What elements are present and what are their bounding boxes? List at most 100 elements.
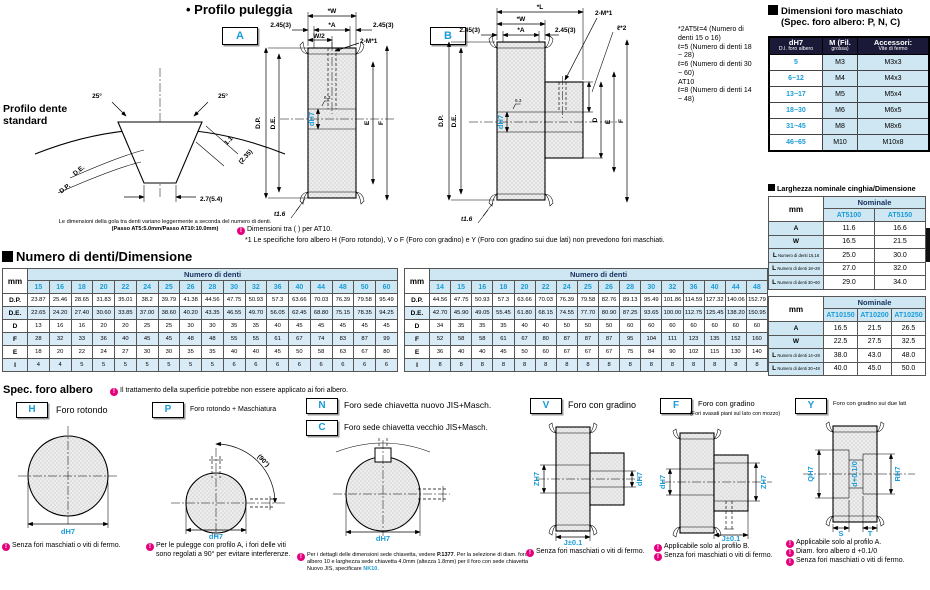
value-cell: 35 [492,319,515,333]
value-cell: 46~65 [768,133,823,152]
nk10-link[interactable]: NK10 [363,566,378,573]
tooth-profile-label: Profilo dente standard [3,103,68,128]
row-label: E [2,345,28,359]
value-cell: 29.0 [823,275,875,290]
value-cell: M6x5 [857,101,930,119]
note-text: Il trattamento della superficie potrebbe… [120,387,349,394]
group-header: Numero di denti [27,268,398,281]
col-header: 16 [48,280,72,294]
col-header: 30 [640,280,663,294]
row-label: A [768,221,824,236]
value-cell: 58 [309,345,333,359]
value-cell: M10x8 [857,133,930,152]
value-cell: 60 [619,319,642,333]
dim-recess-left: QH7 [806,466,815,481]
care-icon [786,549,794,557]
value-cell: 30 [179,319,202,333]
value-cell: 18~30 [768,101,823,119]
value-cell: 40 [244,345,268,359]
value-cell: 22 [70,345,94,359]
page-title: • Profilo puleggia [186,2,293,17]
value-cell: 21.5 [857,321,892,336]
dim-245-right: 2.45(3) [373,22,394,29]
value-cell: 16.5 [823,234,875,249]
value-cell: M5 [822,85,858,103]
value-cell: 8 [724,358,747,372]
shaft-tag-y: Y [795,398,827,414]
value-cell: 43.35 [201,306,224,320]
note-text: Applicabile solo al profilo B. [664,543,750,550]
value-cell: 79.58 [353,293,376,307]
row-label: L Numero di denti 30~60 [768,275,824,290]
shaft-tag-f: F [660,398,692,414]
value-cell: 55 [244,332,268,346]
value-cell: 8 [619,358,642,372]
dim-e: E [605,119,612,124]
value-cell: 50.0 [891,361,926,376]
value-cell: 87.25 [619,306,642,320]
value-cell: 6 [266,358,289,372]
dim-step-bore: ZH7 [532,472,541,486]
row-label: L Numero di denti 18~28 [768,261,824,276]
value-cell: 48 [201,332,224,346]
section-marker-icon [768,5,778,15]
row-label: D.E. [404,306,430,320]
col-header: 24 [135,280,159,294]
value-cell: 32 [48,332,72,346]
group-header: Nominale [823,296,926,309]
value-cell: 95.49 [375,293,398,307]
tooth-profile-diagram: 25° 25° D.E. D.P. 1.1 (2.35) 2.7(5.4) [34,68,286,203]
value-cell: 60 [703,319,726,333]
value-cell: 5 [70,358,94,372]
col-header: 25 [576,280,600,294]
col-header: 15 [450,280,473,294]
col-header: 44 [724,280,747,294]
value-cell: 44.56 [428,293,452,307]
col-header: 40 [703,280,726,294]
value-cell: 28 [27,332,50,346]
value-cell: 6 [244,358,268,372]
care-icon [786,558,794,566]
dim-recess-right: RH7 [893,466,902,481]
value-cell: 8 [471,358,494,372]
section-marker-icon [768,184,775,191]
value-cell: 30 [135,345,159,359]
value-cell: 50.93 [471,293,494,307]
unit-header: mm [768,196,824,222]
value-cell: 127.32 [703,293,726,307]
value-cell: 8 [492,358,515,372]
note-text: Senza fori maschiati o viti di fermo. [796,557,905,564]
note-row: Senza fori maschiati o viti di fermo. [786,557,928,566]
note-text: Applicabile solo al profilo A. [796,539,882,546]
page-edge-tab [922,228,930,262]
value-cell: 63 [331,345,355,359]
value-cell: 50 [513,345,536,359]
dim-dp: D.P. [255,117,262,129]
value-cell: 49.70 [244,306,268,320]
col-header: 32 [661,280,684,294]
value-cell: 38.2 [135,293,159,307]
care-icon [297,553,305,561]
row-label: A [768,321,824,336]
col-header: AT10200 [857,308,892,322]
dp-arc-label: D.P. [58,182,72,195]
col-header: AT10150 [823,308,858,322]
col-header: 22 [114,280,137,294]
dim-hub: D [592,117,599,122]
dim-245-right: 2.45(3) [555,27,576,34]
shaft-notes-f: Applicabile solo al profilo B. Senza for… [654,543,794,561]
shaft-label-p: Foro rotondo + Maschiatura [190,406,277,413]
value-cell: 46.55 [222,306,246,320]
value-cell: 60 [640,319,663,333]
value-cell: 35 [450,319,473,333]
value-cell: 5 [114,358,137,372]
value-cell: 4 [27,358,50,372]
value-cell: 25 [157,319,181,333]
row-label: I [2,358,28,372]
shaft-label-n: Foro sede chiavetta nuovo JIS+Masch. [344,400,492,410]
value-cell: 50 [288,345,311,359]
value-cell: 61 [266,332,289,346]
dim-thread-depth: ℓ*2 [616,25,627,32]
dim-roughness: 6.3 [324,95,331,100]
